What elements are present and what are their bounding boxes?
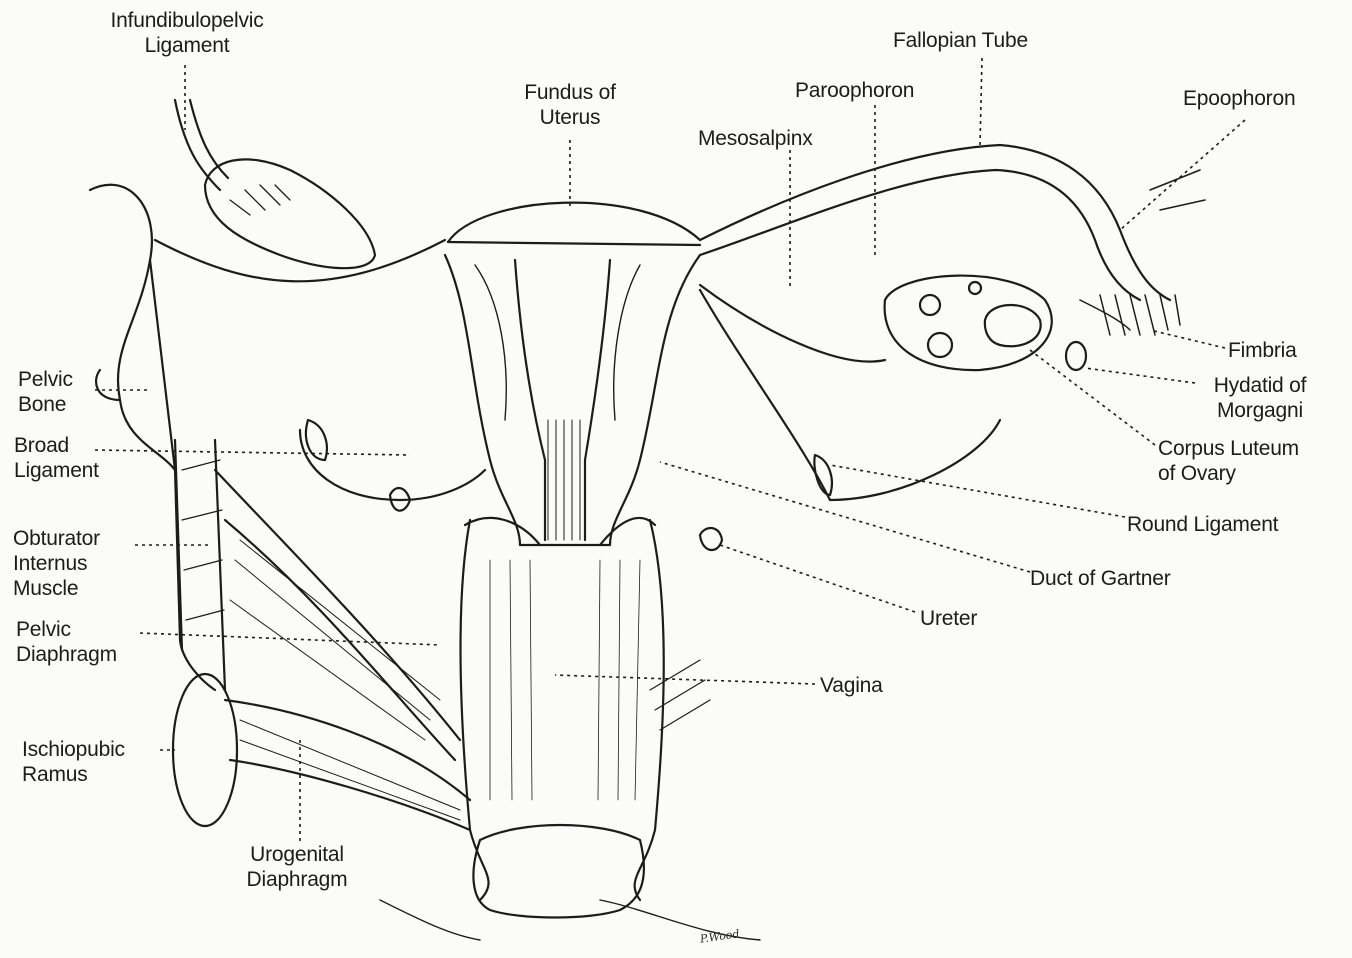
right-ovary-drawing — [885, 276, 1052, 371]
label-broad-ligament: Broad Ligament — [14, 433, 99, 483]
label-pelvic-bone: Pelvic Bone — [18, 367, 73, 417]
label-paroophoron: Paroophoron — [795, 78, 914, 103]
label-ureter: Ureter — [920, 606, 977, 631]
label-epoophoron: Epoophoron — [1183, 86, 1295, 111]
label-urogenital-diaphragm: Urogenital Diaphragm — [232, 842, 362, 892]
label-round-ligament: Round Ligament — [1127, 512, 1278, 537]
pelvic-diaphragm-drawing — [215, 470, 460, 760]
vagina-drawing — [461, 518, 664, 918]
urogenital-diaphragm-drawing — [225, 700, 470, 830]
left-broad-ligament-lower — [300, 430, 485, 500]
uterus-drawing — [445, 203, 700, 545]
label-fundus-of-uterus: Fundus of Uterus — [510, 80, 630, 130]
left-adnexa-drawing — [175, 100, 375, 268]
label-infundibulopelvic-ligament: Infundibulopelvic Ligament — [88, 8, 286, 58]
right-ovarian-ligament-drawing — [700, 285, 885, 362]
label-obturator-internus-muscle: Obturator Internus Muscle — [13, 526, 100, 601]
right-ureter-drawing — [700, 528, 722, 550]
ischiopubic-ramus-drawing — [173, 674, 237, 826]
label-duct-of-gartner: Duct of Gartner — [1030, 566, 1171, 591]
left-round-ligament-drawing — [306, 420, 327, 460]
label-vagina: Vagina — [820, 673, 883, 698]
label-ischiopubic-ramus: Ischiopubic Ramus — [22, 737, 125, 787]
right-fallopian-tube-drawing — [700, 145, 1205, 335]
label-corpus-luteum-of-ovary: Corpus Luteum of Ovary — [1158, 436, 1299, 486]
label-fallopian-tube: Fallopian Tube — [893, 28, 1028, 53]
label-hydatid-of-morgagni: Hydatid of Morgagni — [1200, 373, 1320, 423]
label-fimbria: Fimbria — [1228, 338, 1297, 363]
label-mesosalpinx: Mesosalpinx — [698, 126, 813, 151]
hydatid-of-morgagni-drawing — [1066, 342, 1086, 370]
label-pelvic-diaphragm: Pelvic Diaphragm — [16, 617, 117, 667]
right-broad-ligament-drawing — [700, 290, 1000, 500]
